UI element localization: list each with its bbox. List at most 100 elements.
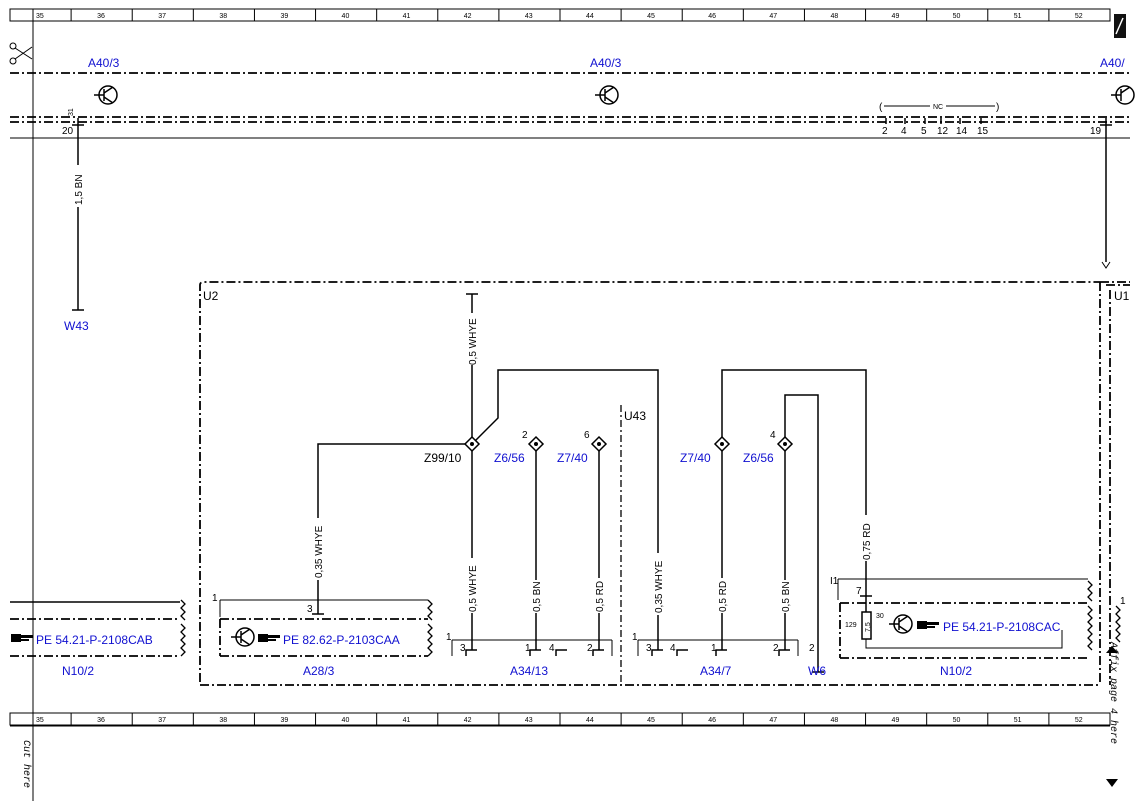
ground-symbol-icon (595, 85, 619, 105)
a34-7-pin-1: 1 (632, 632, 638, 643)
w6-label[interactable]: W6 (808, 664, 826, 678)
top-ruler-number: 39 (280, 13, 288, 20)
n10-pin-30: 30 (876, 613, 884, 620)
n10-2-left-block (10, 599, 186, 657)
wire-rd-2-label: 0,5 RD (718, 581, 729, 612)
a34-13-block (451, 639, 613, 656)
top-ruler-number: 40 (342, 13, 350, 20)
top-ruler-number: 52 (1075, 13, 1083, 20)
bottom-ruler-number: 40 (342, 717, 350, 724)
u2-boundary (199, 281, 1100, 682)
wire-z99-whye-label: 0,5 WHYE (468, 565, 479, 612)
n10-pin-i1: I1 (830, 576, 839, 587)
z6-56-b-label[interactable]: Z6/56 (743, 451, 774, 465)
top-ruler-number: 36 (97, 13, 105, 20)
ground-symbol-icon (94, 85, 118, 105)
wire-bn-1-label: 0,5 BN (532, 581, 543, 612)
bottom-ruler-number: 39 (280, 717, 288, 724)
splice-z7-40-b[interactable] (713, 435, 731, 453)
top-ruler-number: 50 (953, 13, 961, 20)
n10-pin-129: 129 (845, 622, 857, 629)
top-ruler-number: 35 (36, 13, 44, 20)
bottom-ruler-number: 44 (586, 717, 594, 724)
wire-bn-2-label: 0,5 BN (781, 581, 792, 612)
z7-40-b-label[interactable]: Z7/40 (680, 451, 711, 465)
a34-7-label[interactable]: A34/7 (700, 664, 732, 678)
bottom-ruler-number: 47 (769, 717, 777, 724)
bottom-ruler-number: 35 (36, 717, 44, 724)
a34-13-pin-3: 3 (460, 643, 466, 654)
bottom-ruler-number: 42 (464, 717, 472, 724)
z6-56-a-label[interactable]: Z6/56 (494, 451, 525, 465)
z99-10-label: Z99/10 (424, 451, 462, 465)
a40-3-mid-label[interactable]: A40/3 (590, 56, 622, 70)
pe-left-link[interactable]: PE 54.21-P-2108CAB (36, 633, 153, 647)
a28-3-label[interactable]: A28/3 (303, 664, 335, 678)
a34-13-pin-2: 2 (587, 643, 593, 654)
top-ruler-number: 51 (1014, 13, 1022, 20)
n10-2-right-label[interactable]: N10/2 (940, 664, 972, 678)
bottom-ruler-number: 37 (158, 717, 166, 724)
top-ruler-number: 46 (708, 13, 716, 20)
splice-z6-56-a[interactable] (527, 435, 545, 453)
w43-label[interactable]: W43 (64, 319, 89, 333)
pin-31-label: 31 (68, 108, 75, 116)
nc-pin-number: 5 (921, 126, 927, 137)
pointing-hand-icon (258, 634, 280, 642)
nc-pin-number: 4 (901, 126, 907, 137)
pin-19-label: 19 (1090, 126, 1102, 137)
bottom-ruler-number: 46 (708, 717, 716, 724)
top-ruler-number: 42 (464, 13, 472, 20)
a40-3-right-label[interactable]: A40/ (1100, 56, 1125, 70)
nc-label: NC (933, 104, 943, 111)
top-ruler-number: 43 (525, 13, 533, 20)
a34-13-pin-4: 4 (549, 643, 555, 654)
u43-label: U43 (624, 409, 646, 423)
svg-text:(: ( (879, 102, 883, 113)
top-ruler-number: 49 (892, 13, 900, 20)
a34-13-pin-1: 1 (446, 632, 452, 643)
bottom-ruler-number: 52 (1075, 717, 1083, 724)
ground-symbol-icon (1111, 85, 1135, 105)
bottom-ruler-number: 50 (953, 717, 961, 724)
nc-pin-number: 15 (977, 126, 989, 137)
nc-pin-number: 14 (956, 126, 968, 137)
bottom-ruler-number: 45 (647, 717, 655, 724)
a40-3-left-label[interactable]: A40/3 (88, 56, 120, 70)
a34-13-pin-1b: 1 (525, 643, 531, 654)
n10-2-left-label[interactable]: N10/2 (62, 664, 94, 678)
top-ruler-number: 47 (769, 13, 777, 20)
pe-right-link[interactable]: PE 54.21-P-2108CAC (943, 620, 1061, 634)
wire-035-whye-label: 0,35 WHYE (654, 560, 665, 613)
wire-w43-label: 1,5 BN (74, 174, 85, 205)
nc-pin-number: 12 (937, 126, 949, 137)
splice-z99-10[interactable] (463, 435, 481, 453)
a28-3-block (219, 599, 433, 657)
wire-rd-1-label: 0,5 RD (595, 581, 606, 612)
z6-pin-2-label: 2 (522, 430, 528, 441)
pe-a28-link[interactable]: PE 82.62-P-2103CAA (283, 633, 400, 647)
n10-pin-7: 7 (856, 586, 862, 597)
splice-z7-40-a[interactable] (590, 435, 608, 453)
a34-7-pin-1b: 1 (711, 643, 717, 654)
top-ruler-number: 37 (158, 13, 166, 20)
z7-40-a-label[interactable]: Z7/40 (557, 451, 588, 465)
a34-7-pin-3: 3 (646, 643, 652, 654)
bottom-ruler-number: 36 (97, 717, 105, 724)
wire-top-whye-label: 0,5 WHYE (468, 318, 479, 365)
top-ruler-number: 41 (403, 13, 411, 20)
splice-z6-56-b[interactable] (776, 435, 794, 453)
w6-pin-label: 2 (809, 643, 815, 654)
bottom-ruler-number: 38 (219, 717, 227, 724)
u1-label: U1 (1114, 289, 1130, 303)
pointing-hand-icon (11, 634, 33, 642)
a34-13-label[interactable]: A34/13 (510, 664, 548, 678)
affix-arrow-bottom (1106, 779, 1118, 787)
right-pin-1: 1 (1120, 596, 1126, 607)
ground-symbol-icon (889, 614, 913, 634)
ground-symbol-icon (231, 627, 255, 647)
top-ruler-number: 48 (830, 13, 838, 20)
